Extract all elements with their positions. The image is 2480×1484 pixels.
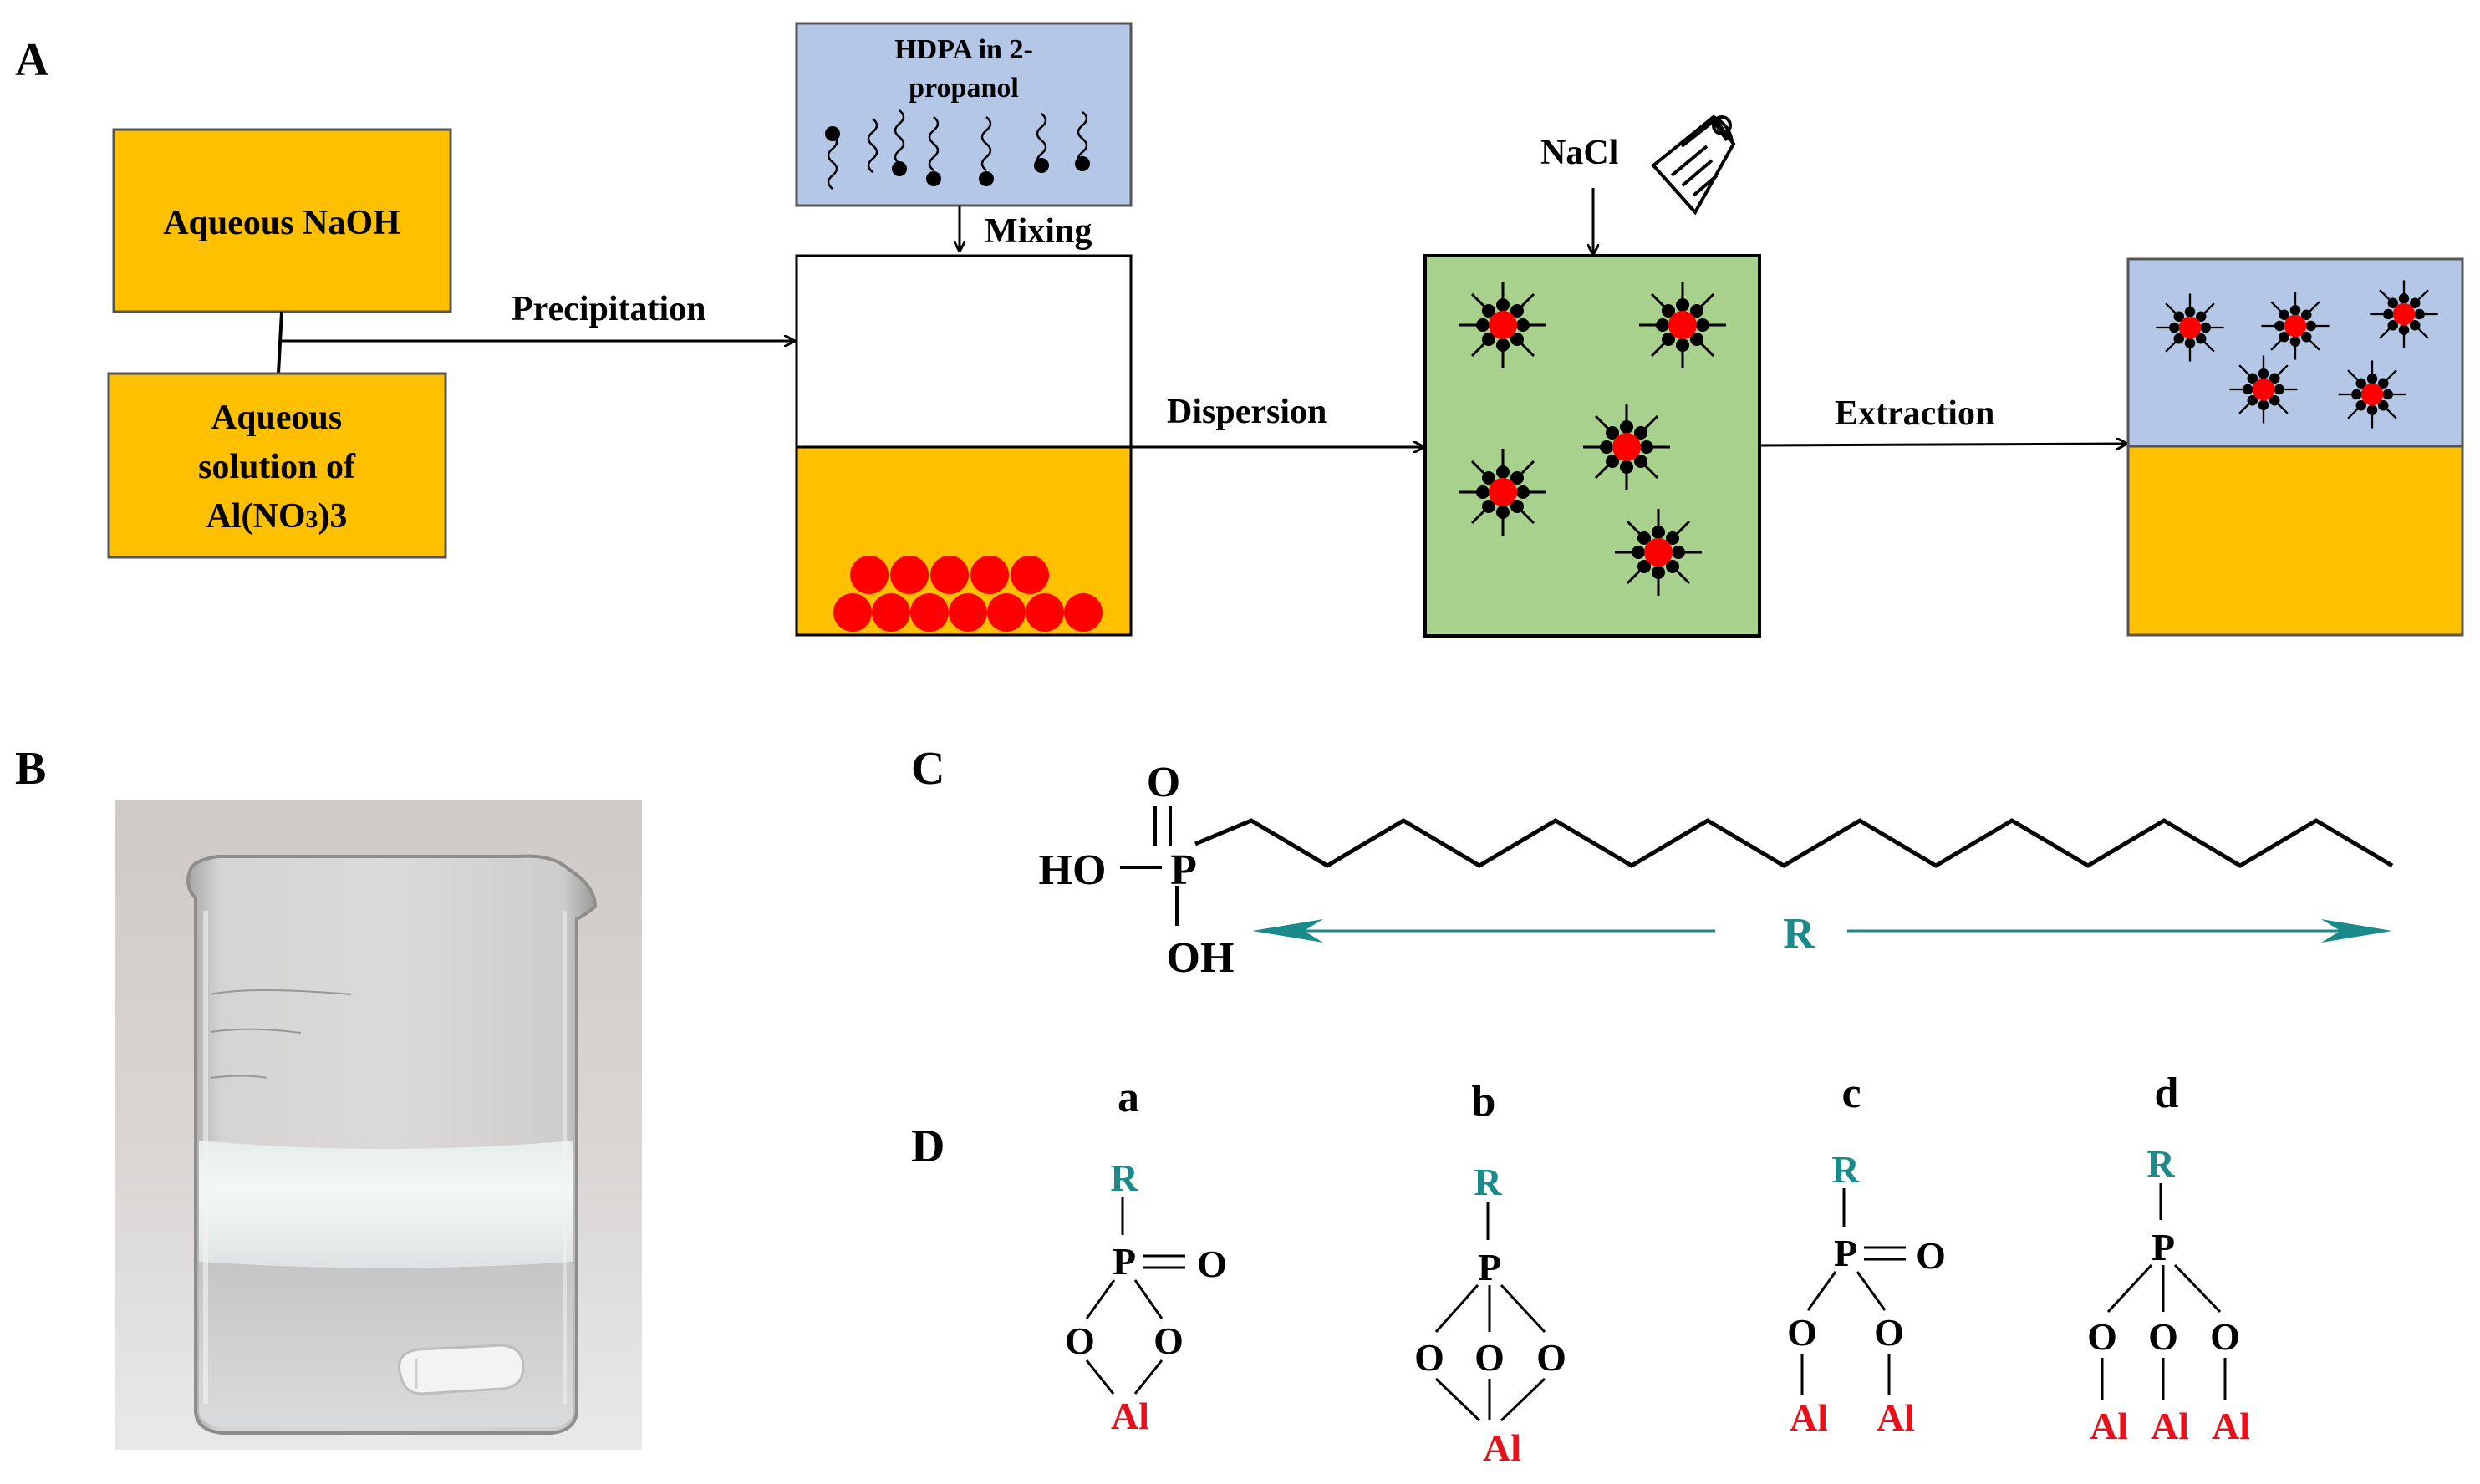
al-formula-main: Al(NO <box>206 497 306 536</box>
mode-c-p: P <box>1834 1232 1857 1274</box>
micelle-7 <box>2260 291 2330 361</box>
nacl-label: NaCl <box>1540 134 1618 172</box>
surfactant-molecules <box>827 109 1088 190</box>
mode-a-o-left: O <box>1065 1319 1095 1362</box>
micelle-10 <box>2337 359 2407 429</box>
salt-shaker-icon <box>1651 114 1736 216</box>
surfactant-heads <box>825 126 1090 186</box>
mode-d-al-mid: Al <box>2151 1405 2189 1447</box>
hdpa-box: HDPA in 2- propanol <box>795 22 1133 207</box>
connector-line <box>277 311 283 374</box>
hdpa-label-line1: HDPA in 2- <box>894 34 1033 65</box>
al-label-line3: Al(NO3)3 <box>206 497 348 536</box>
binding-mode-c: c R P O O O Al Al <box>1787 1070 1946 1439</box>
extraction-arrow <box>1759 444 2126 445</box>
mode-b-r: R <box>1474 1161 1502 1203</box>
mode-d-p: P <box>2152 1226 2175 1268</box>
mode-c-r: R <box>1831 1148 1860 1191</box>
panel-label-a: A <box>15 34 49 86</box>
mode-d-o-right: O <box>2210 1315 2240 1358</box>
r-arrow: R <box>1252 910 2392 958</box>
mode-b-o-mid: O <box>1474 1336 1505 1379</box>
mode-a-o-right: O <box>1153 1319 1184 1362</box>
hdpa-label-line2: propanol <box>909 73 1019 104</box>
hydroxyl-bottom: OH <box>1167 934 1235 982</box>
al-formula-end: )3 <box>318 497 348 536</box>
oxygen-top: O <box>1147 759 1180 806</box>
naoh-box: Aqueous NaOH <box>112 128 452 313</box>
mode-c-label: c <box>1841 1070 1861 1117</box>
hydroxyl-left: HO <box>1039 846 1107 894</box>
hdpa-structure: O P HO OH R <box>1039 759 2394 982</box>
phosphorus: P <box>1170 846 1197 894</box>
dispersion-label: Dispersion <box>1167 393 1327 431</box>
extraction-label: Extraction <box>1835 394 1994 433</box>
r-label: R <box>1783 910 1815 958</box>
mode-d-o-left: O <box>2087 1315 2117 1358</box>
binding-mode-d: d R P O O O Al Al Al <box>2087 1070 2250 1447</box>
alkyl-chain <box>1194 818 2394 868</box>
micelle-8 <box>2369 279 2439 349</box>
panel-label-b: B <box>15 743 46 795</box>
mode-a-p: P <box>1113 1240 1136 1283</box>
mode-a-label: a <box>1118 1074 1139 1121</box>
mode-a-r: R <box>1110 1156 1138 1199</box>
stir-bar <box>398 1344 525 1395</box>
mode-c-o-left: O <box>1787 1311 1817 1354</box>
beaker-photo <box>115 800 642 1450</box>
mode-b-o-right: O <box>1536 1336 1566 1379</box>
al-formula-sub: 3 <box>306 506 318 533</box>
panel-label-c: C <box>911 743 945 795</box>
binding-mode-b: b R P O O O Al <box>1414 1078 1566 1469</box>
mode-d-label: d <box>2155 1070 2179 1117</box>
al-label-line1: Aqueous <box>211 399 342 437</box>
micelle-2 <box>1637 280 1728 370</box>
precipitate-container <box>795 254 1133 637</box>
mode-a-al: Al <box>1111 1395 1149 1437</box>
mode-b-label: b <box>1472 1078 1496 1126</box>
dispersion-container <box>1423 254 1761 638</box>
mode-d-o-mid: O <box>2148 1315 2178 1358</box>
panel-label-d: D <box>911 1121 945 1172</box>
micelle-5 <box>1613 507 1703 597</box>
micelle-3 <box>1581 402 1672 492</box>
mode-c-al-right: Al <box>1877 1396 1915 1439</box>
mode-a-o-double: O <box>1197 1243 1227 1285</box>
naoh-label: Aqueous NaOH <box>163 204 400 242</box>
mixing-label: Mixing <box>985 212 1092 251</box>
mode-c-al-left: Al <box>1790 1396 1828 1439</box>
binding-mode-a: a R P O O O Al <box>1065 1074 1227 1437</box>
extracted-container <box>2126 257 2464 637</box>
precipitation-label: Precipitation <box>512 290 706 328</box>
mode-d-r: R <box>2146 1142 2175 1185</box>
mode-d-al-left: Al <box>2090 1405 2128 1447</box>
precipitate-particles <box>833 556 1103 632</box>
mode-d-al-right: Al <box>2212 1405 2250 1447</box>
mode-c-o-right: O <box>1874 1311 1904 1354</box>
micelle-9 <box>2228 354 2299 424</box>
mode-b-al: Al <box>1483 1426 1521 1469</box>
mode-c-o-double: O <box>1916 1234 1946 1277</box>
micelle-4 <box>1458 447 1548 537</box>
micelle-1 <box>1458 280 1548 370</box>
mode-b-o-left: O <box>1414 1336 1444 1379</box>
mode-b-p: P <box>1478 1246 1501 1288</box>
micelle-6 <box>2155 292 2225 363</box>
al-label-line2: solution of <box>198 448 356 486</box>
al-nitrate-box: Aqueous solution of Al(NO3)3 <box>107 372 447 559</box>
